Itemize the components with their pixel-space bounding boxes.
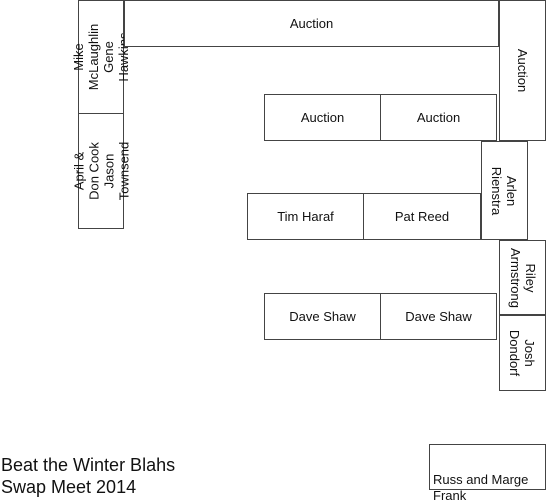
booth-dave-left-label: Dave Shaw: [289, 309, 356, 324]
booth-auction-top-label: Auction: [289, 16, 334, 31]
booth-josh: Josh Dondorf: [499, 315, 546, 391]
booth-riley-label: Riley Armstrong: [507, 247, 538, 308]
booth-arlen: Arlen Rienstra: [481, 141, 528, 240]
booth-auction-mid-right-label: Auction: [416, 110, 461, 125]
booth-dave-right-label: Dave Shaw: [405, 309, 472, 324]
booth-arlen-label: Arlen Rienstra: [489, 166, 520, 215]
booth-april-jason-label: April & Don Cook Jason Townsend: [71, 141, 131, 201]
booth-auction-mid-left-label: Auction: [300, 110, 345, 125]
booth-dave-left: Dave Shaw: [264, 293, 381, 340]
booth-pat: Pat Reed: [363, 193, 481, 240]
booth-auction-right: Auction: [499, 0, 546, 141]
booth-dave-right: Dave Shaw: [380, 293, 497, 340]
booth-josh-label: Josh Dondorf: [507, 329, 538, 377]
booth-russ-marge: Russ and Marge Frank: [429, 444, 546, 503]
booth-auction-mid-left: Auction: [264, 94, 381, 141]
map-title: Beat the Winter Blahs Swap Meet 2014: [1, 455, 176, 497]
booth-mike-gene-label: Mike McLaughlin Gene Hawkins: [71, 23, 132, 91]
booth-tim-label: Tim Haraf: [277, 209, 334, 224]
booth-russ-marge-label: Russ and Marge Frank: [433, 472, 529, 503]
booth-auction-mid-right: Auction: [380, 94, 497, 141]
booth-auction-top: Auction: [124, 0, 499, 47]
booth-pat-label: Pat Reed: [394, 209, 450, 224]
booth-april-jason: April & Don Cook Jason Townsend: [71, 113, 131, 229]
booth-mike-gene: Mike McLaughlin Gene Hawkins: [71, 0, 131, 114]
booth-tim: Tim Haraf: [247, 193, 364, 240]
booth-riley: Riley Armstrong: [499, 240, 546, 315]
booth-auction-right-label: Auction: [515, 48, 530, 93]
